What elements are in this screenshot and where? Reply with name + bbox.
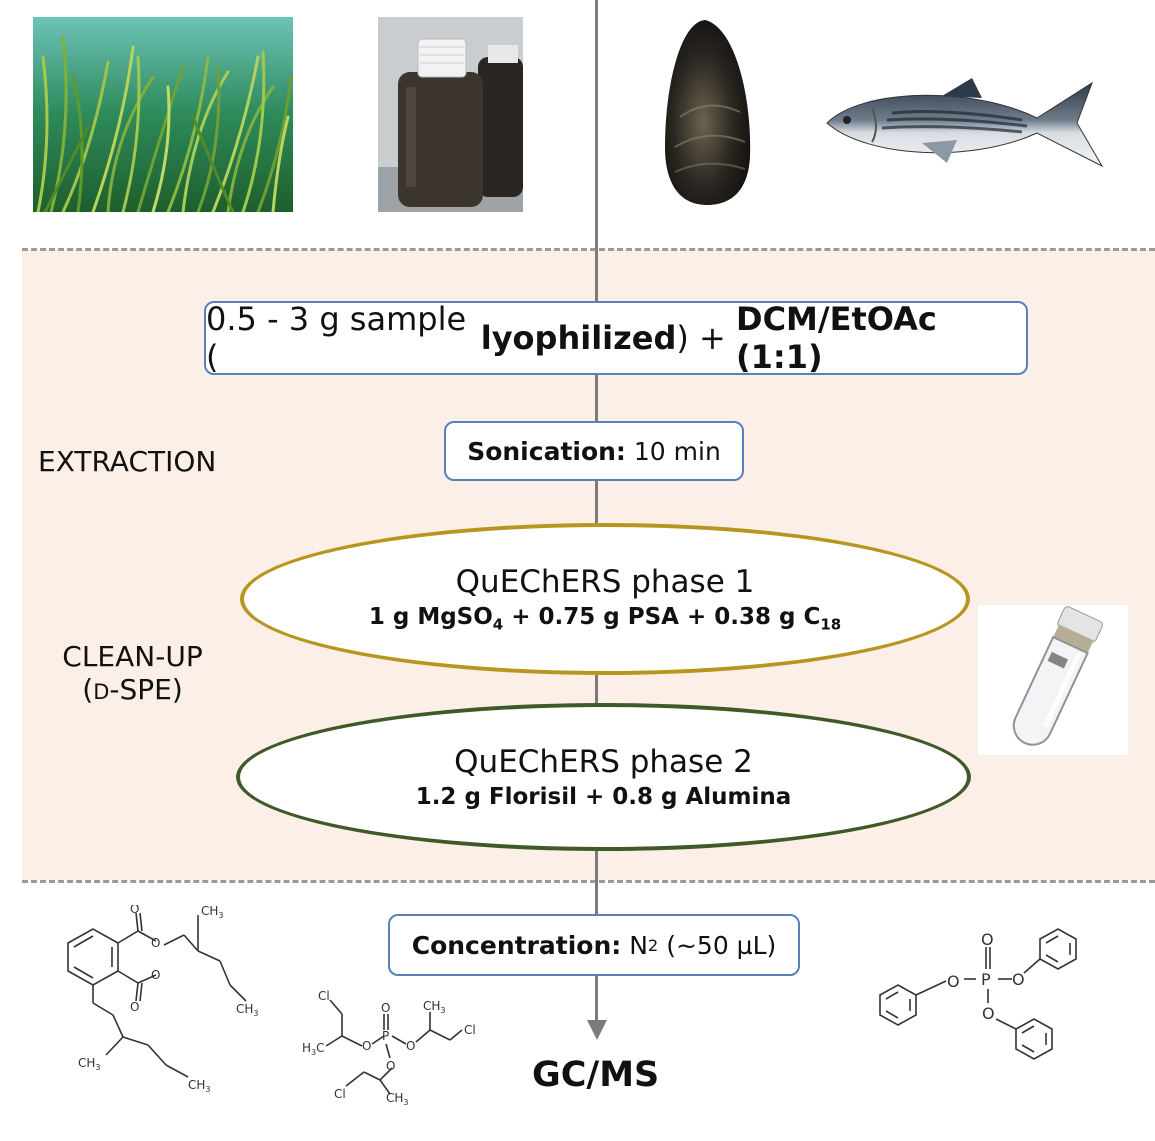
seagrass-image: [33, 17, 293, 212]
phase2-detail: 1.2 g Florisil + 0.8 g Alumina: [415, 784, 792, 810]
sonication-step-box: Sonication: 10 min: [444, 421, 744, 481]
svg-text:P: P: [981, 970, 991, 989]
dspe-label: (D-SPE): [82, 673, 183, 706]
sample-step-mid: ) +: [676, 319, 736, 357]
cl-label-3: Cl: [334, 1087, 346, 1101]
cleanup-label: CLEAN-UP (D-SPE): [40, 640, 225, 706]
ch3-label-3: CH3: [78, 1056, 101, 1072]
tuna-image: [826, 78, 1104, 168]
bottom-divider: [22, 880, 1155, 883]
top-divider: [22, 248, 1155, 251]
ch3-label-2: CH3: [236, 1002, 259, 1018]
h3c-label: H3C: [302, 1041, 325, 1057]
svg-text:O: O: [130, 1000, 139, 1014]
quechers-phase2-ellipse: QuEChERS phase 2 1.2 g Florisil + 0.8 g …: [236, 703, 971, 851]
centrifuge-tube-image: [978, 605, 1128, 755]
sample-step-box: 0.5 - 3 g sample ( lyophilized) + DCM/EtO…: [204, 300, 1028, 376]
svg-text:O: O: [130, 905, 139, 916]
sample-step-prefix: 0.5 - 3 g sample (: [206, 300, 467, 376]
phase2-title: QuEChERS phase 2: [454, 744, 753, 780]
svg-text:O: O: [362, 1039, 371, 1053]
svg-text:O: O: [1012, 970, 1025, 989]
flow-arrow-icon: [587, 1020, 607, 1040]
extraction-label: EXTRACTION: [38, 445, 217, 478]
tphp-structure-icon: O O P O O: [879, 928, 1077, 1060]
svg-text:O: O: [981, 930, 994, 949]
sonication-value: 10 min: [625, 436, 721, 466]
cl-label-2: Cl: [464, 1023, 476, 1037]
sonication-label: Sonication:: [467, 436, 626, 466]
svg-text:O: O: [947, 972, 960, 991]
sample-step-lyophilized: lyophilized: [480, 319, 677, 357]
phase1-title: QuEChERS phase 1: [455, 564, 755, 601]
quechers-phase1-ellipse: QuEChERS phase 1 1 g MgSO4 + 0.75 g PSA …: [240, 523, 970, 675]
flow-line: [595, 0, 598, 1030]
concentration-label: Concentration:: [411, 930, 622, 960]
mussel-image: [665, 20, 751, 205]
svg-text:P: P: [382, 1029, 389, 1043]
svg-text:O: O: [151, 936, 160, 950]
sample-step-solvent: DCM/EtOAc (1:1): [736, 300, 937, 376]
ch3-label-5: CH3: [423, 999, 446, 1015]
gcms-output-label: GC/MS: [532, 1055, 660, 1095]
cl-label-1: Cl: [318, 990, 330, 1003]
svg-text:O: O: [381, 1001, 390, 1015]
tcipp-structure-icon: Cl H3C O O P O O CH3 Cl Cl CH3: [302, 990, 476, 1105]
cleanup-label-text: CLEAN-UP: [62, 640, 203, 673]
phase1-detail: 1 g MgSO4 + 0.75 g PSA + 0.38 g C18: [368, 604, 842, 634]
svg-text:O: O: [386, 1059, 395, 1073]
ch3-label-1: CH3: [201, 905, 224, 920]
ch3-label-4: CH3: [188, 1078, 211, 1094]
jar-image: [378, 17, 523, 212]
svg-text:O: O: [982, 1004, 995, 1023]
svg-text:O: O: [151, 968, 160, 982]
svg-text:O: O: [406, 1039, 415, 1053]
phthalate-structure-icon: O O O O CH3 CH3 CH3 CH3: [67, 905, 259, 1094]
ch3-label-6: CH3: [386, 1091, 409, 1105]
